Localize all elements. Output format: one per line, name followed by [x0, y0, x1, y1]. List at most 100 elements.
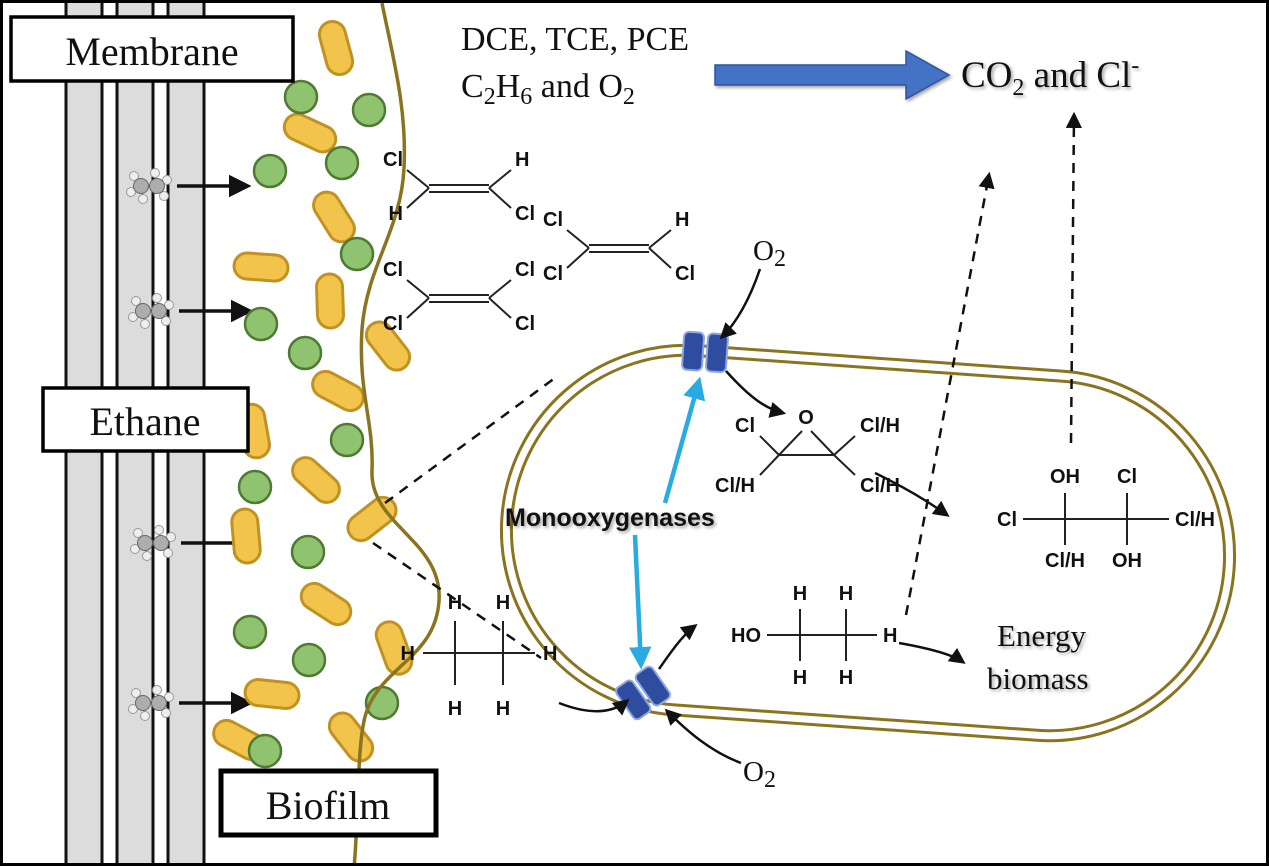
chem-label: H — [389, 203, 403, 225]
chem-label: Cl/H — [715, 475, 755, 497]
chem-label: H — [793, 583, 807, 605]
biomass-label: biomass — [987, 661, 1089, 696]
ethanol-to-energy-arrow — [898, 641, 966, 664]
chem-label: H — [448, 698, 462, 720]
chem-label: H — [496, 698, 510, 720]
chem-label: Cl — [543, 209, 563, 231]
chem-label: Cl — [735, 415, 755, 437]
ethanol-formation-arrow — [657, 624, 698, 670]
epoxide-to-diol-arrow — [874, 471, 950, 517]
chem-label: H — [675, 209, 689, 231]
bacterium-rod — [315, 272, 345, 330]
bacterium-rod — [311, 369, 365, 413]
chem-label: OH — [1112, 550, 1142, 572]
bacterium-rod — [282, 112, 338, 154]
biofilm-boundary-line — [352, 3, 441, 863]
chem-label: Cl — [675, 263, 695, 285]
monooxygenase-pointer-arrow — [662, 376, 706, 504]
mineralization-arrow — [1065, 111, 1083, 444]
ethane-uptake-arrow — [558, 698, 630, 716]
chem-label: Cl — [1117, 466, 1137, 488]
epoxide-structure: O Cl Cl/H Cl/H Cl/H — [715, 407, 900, 497]
chem-label: O — [798, 407, 814, 429]
zoom-guide-line — [372, 541, 542, 660]
chem-label: Cl — [383, 313, 403, 335]
cell-inner-membrane — [509, 353, 1227, 733]
bacterium-rod — [299, 581, 353, 627]
chem-label: Cl — [383, 149, 403, 171]
o2-uptake-arrow-bottom — [664, 708, 742, 765]
microbe-circle — [351, 92, 387, 128]
chem-label: H — [543, 643, 557, 665]
chem-label: H — [883, 625, 897, 647]
monooxygenase-pointer-arrow — [628, 534, 652, 670]
chem-label: OH — [1050, 466, 1080, 488]
microbe-circle — [290, 534, 326, 570]
monooxygenases-label: Monooxygenases — [505, 504, 715, 532]
microbe-circle — [247, 733, 283, 769]
oxidation-arrow-top — [725, 370, 787, 418]
microbe-circle — [237, 469, 273, 505]
chem-label: H — [515, 149, 529, 171]
pce-structure: Cl Cl Cl Cl — [383, 259, 535, 335]
ethane-structure: H H H H H H — [401, 592, 558, 720]
chem-label: Cl/H — [860, 415, 900, 437]
diol-structure: OH Cl Cl Cl/H Cl/H OH — [997, 466, 1215, 572]
membrane-label: Membrane — [65, 29, 238, 74]
chem-label: Cl — [997, 509, 1017, 531]
microbe-circle — [324, 145, 360, 181]
chem-label: Cl — [383, 259, 403, 281]
bacterium-rod — [243, 678, 301, 710]
ethanol-structure: HO H H H H H — [731, 583, 897, 689]
chem-label: H — [401, 643, 415, 665]
ethane-label: Ethane — [89, 399, 200, 444]
chem-label: Cl/H — [860, 475, 900, 497]
chem-label: Cl — [515, 259, 535, 281]
microbe-circle — [291, 642, 327, 678]
o2-label-bottom: O2 — [743, 756, 776, 793]
chem-label: Cl/H — [1045, 550, 1085, 572]
chem-label: H — [839, 583, 853, 605]
reactants-line1: DCE, TCE, PCE — [461, 21, 689, 58]
energy-label: Energy — [997, 618, 1086, 653]
chem-label: Cl — [515, 203, 535, 225]
chem-label: H — [496, 592, 510, 614]
chem-label: Cl/H — [1175, 509, 1215, 531]
microbe-circle — [283, 79, 319, 115]
ethane-label-box: Ethane — [41, 386, 250, 453]
chem-label: HO — [731, 625, 761, 647]
biofilm-label: Biofilm — [266, 783, 390, 828]
bacterium-rod — [317, 19, 355, 77]
tce-structure: Cl H Cl Cl — [543, 209, 695, 285]
microbe-circle — [329, 422, 365, 458]
chem-label: H — [448, 592, 462, 614]
microbe-circle — [243, 306, 279, 342]
chem-label: Cl — [543, 263, 563, 285]
biofilm-diagram: Monooxygenases DCE, TCE, PCE C2H6 and O2… — [9, 3, 1237, 863]
bacterium-rod — [364, 320, 412, 372]
bacterial-cell — [499, 343, 1237, 743]
o2-label-top: O2 — [753, 235, 786, 272]
bacterium-rod — [232, 251, 290, 283]
bacterium-rod — [374, 620, 414, 676]
mineralization-arrow — [904, 171, 995, 616]
o2-uptake-arrow-top — [719, 268, 762, 340]
bacterium-rod — [327, 711, 375, 763]
cell-outer-membrane — [499, 343, 1237, 743]
chem-label: H — [839, 667, 853, 689]
membrane-label-box: Membrane — [9, 15, 295, 83]
biofilm-community — [212, 3, 441, 863]
reaction-arrow — [714, 49, 951, 101]
chem-label: Cl — [515, 313, 535, 335]
reactants-line2: C2H6 and O2 — [461, 68, 635, 110]
biofilm-label-box: Biofilm — [218, 768, 439, 838]
bacterium-rod — [291, 456, 341, 504]
microbe-circle — [287, 335, 323, 371]
microbe-circle — [252, 153, 288, 189]
zoom-guide-line — [384, 373, 560, 505]
dce-structure: Cl H H Cl — [383, 149, 535, 225]
chem-label: H — [793, 667, 807, 689]
microbe-circle — [232, 614, 268, 650]
bacterium-rod — [230, 507, 262, 565]
